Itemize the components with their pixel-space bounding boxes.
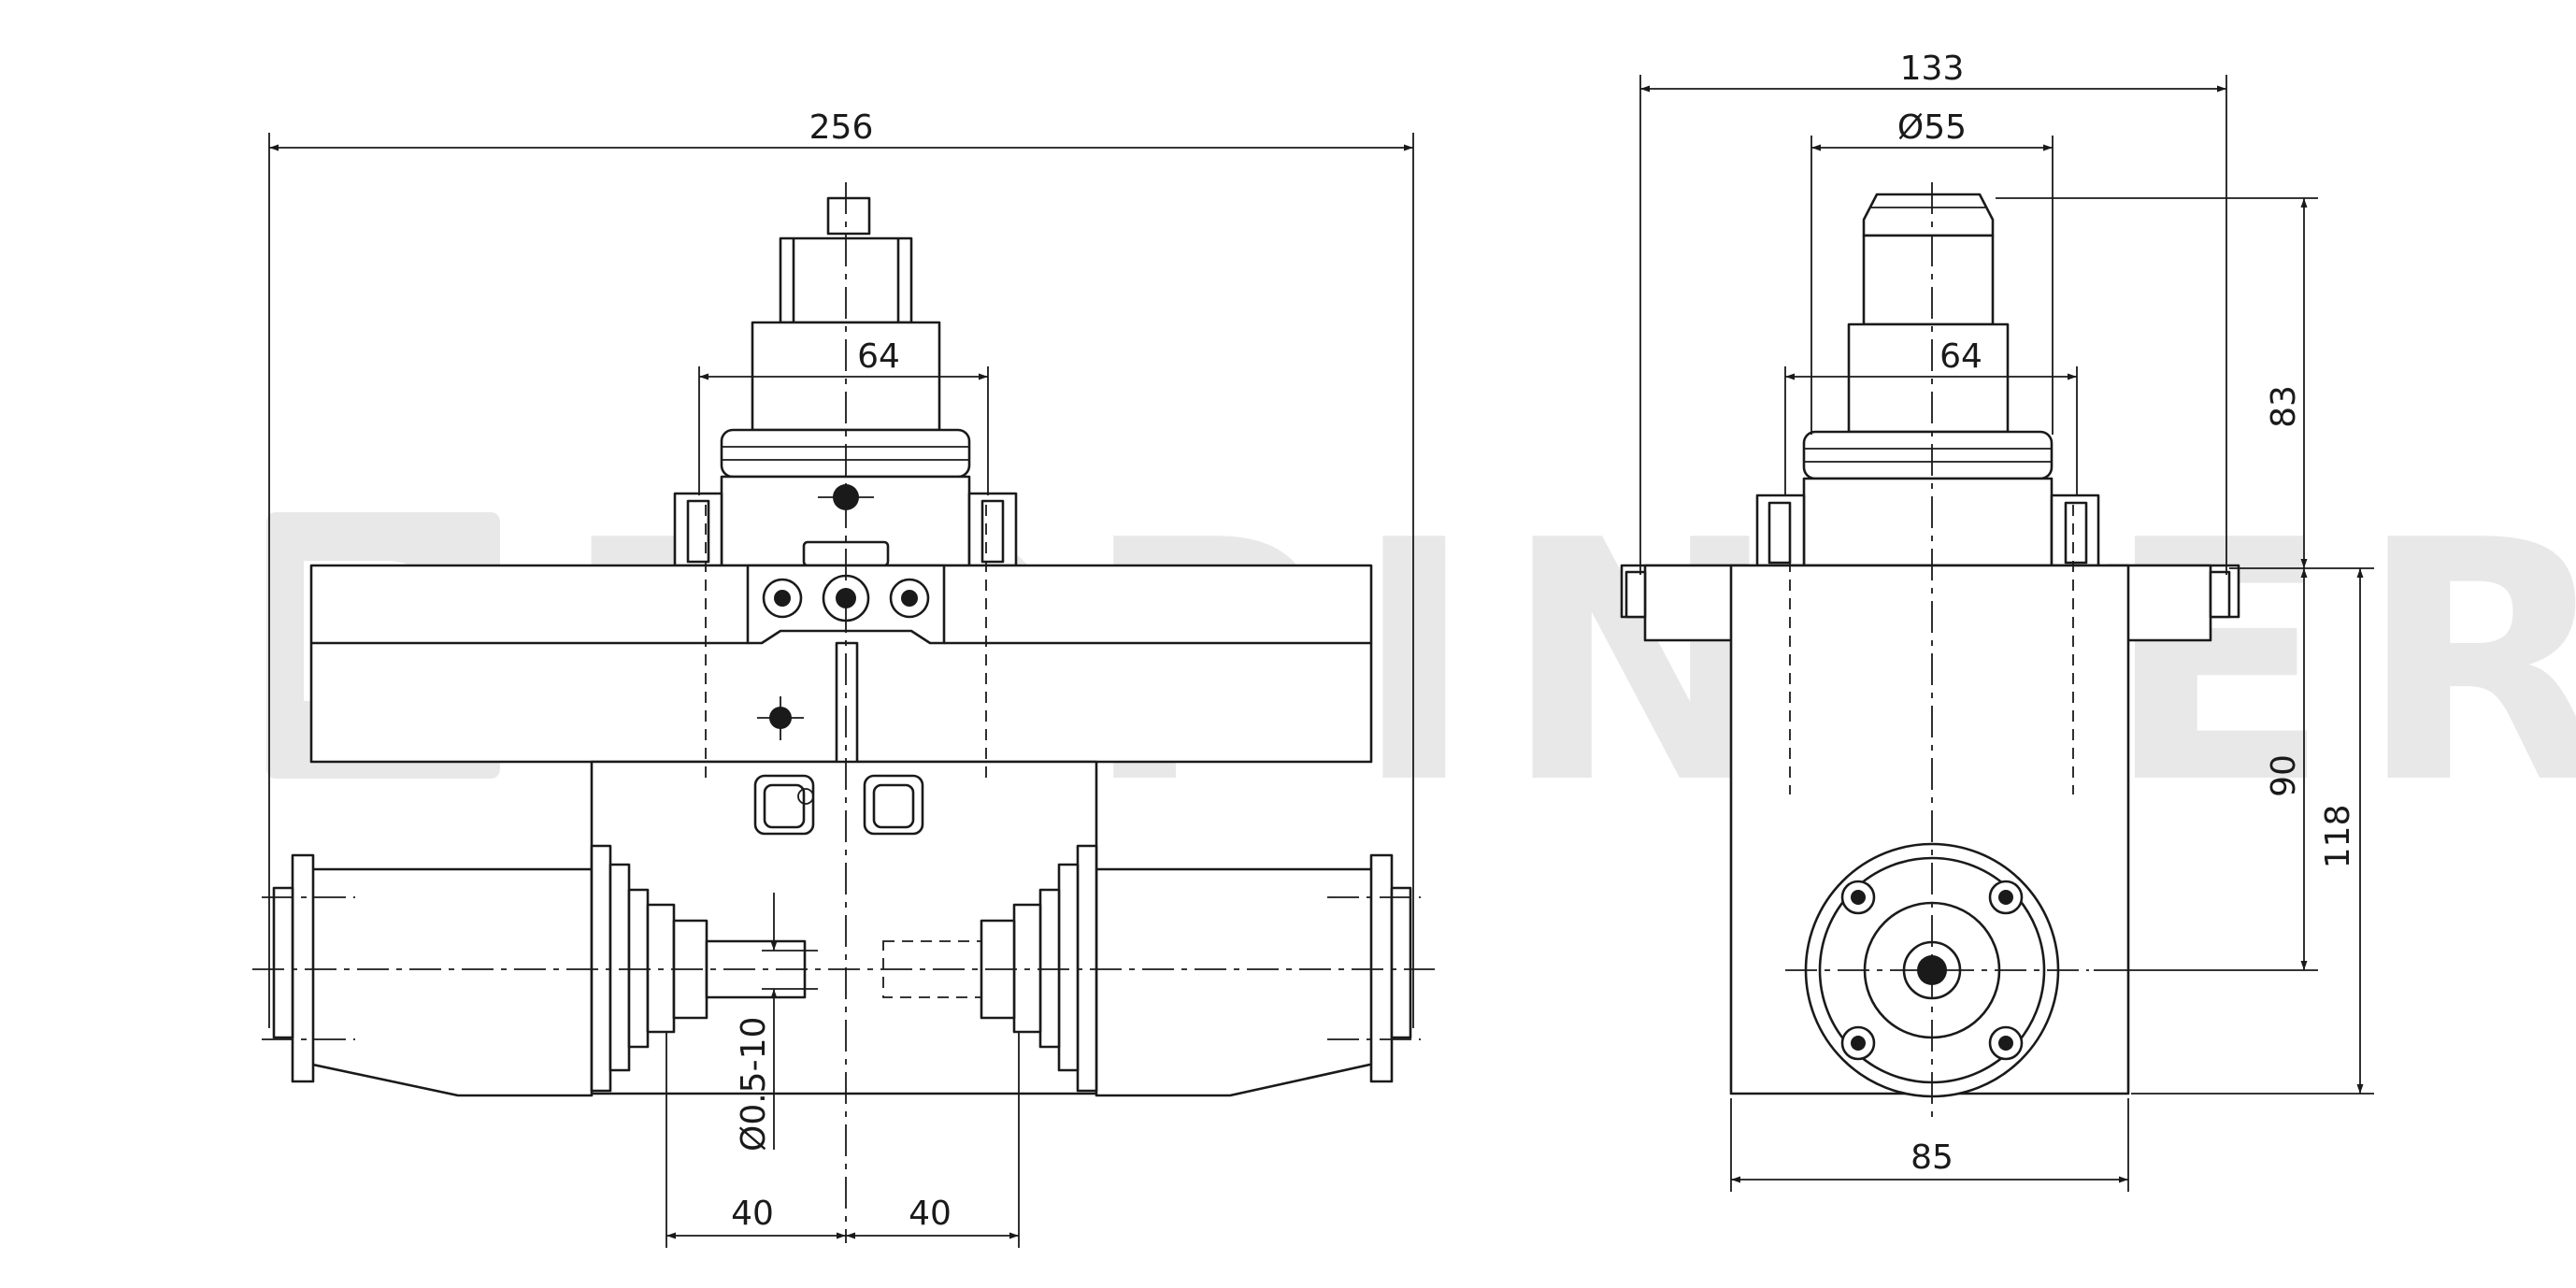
dim-clamp-range: Ø0.5-10 xyxy=(735,1017,773,1152)
right-spindle-housing xyxy=(882,844,1412,1097)
front-view xyxy=(252,182,1435,1243)
coolant-nozzles xyxy=(753,774,924,836)
dim-overall-width-side: 133 xyxy=(1900,50,1965,88)
dim-total-height: 118 xyxy=(2319,805,2357,869)
front-dimensions: 256 64 40 40 Ø0.5-10 xyxy=(268,108,1414,1248)
dim-body-width: 85 xyxy=(1911,1138,1953,1177)
dim-top-height: 83 xyxy=(2265,385,2303,428)
dim-right-offset: 40 xyxy=(909,1195,952,1233)
side-view xyxy=(1620,182,2240,1117)
dim-spindle-diameter: Ø55 xyxy=(1897,108,1967,147)
side-dimensions: 133 Ø55 64 85 83 90 118 xyxy=(1639,50,2374,1192)
dim-left-offset: 40 xyxy=(731,1195,774,1233)
dim-flange-width-side: 64 xyxy=(1939,337,1982,376)
dim-overall-width-front: 256 xyxy=(809,108,874,147)
side-spindle-stack xyxy=(1755,193,2100,567)
dim-axis-height: 90 xyxy=(2265,754,2303,797)
dim-flange-width-front: 64 xyxy=(857,337,900,376)
